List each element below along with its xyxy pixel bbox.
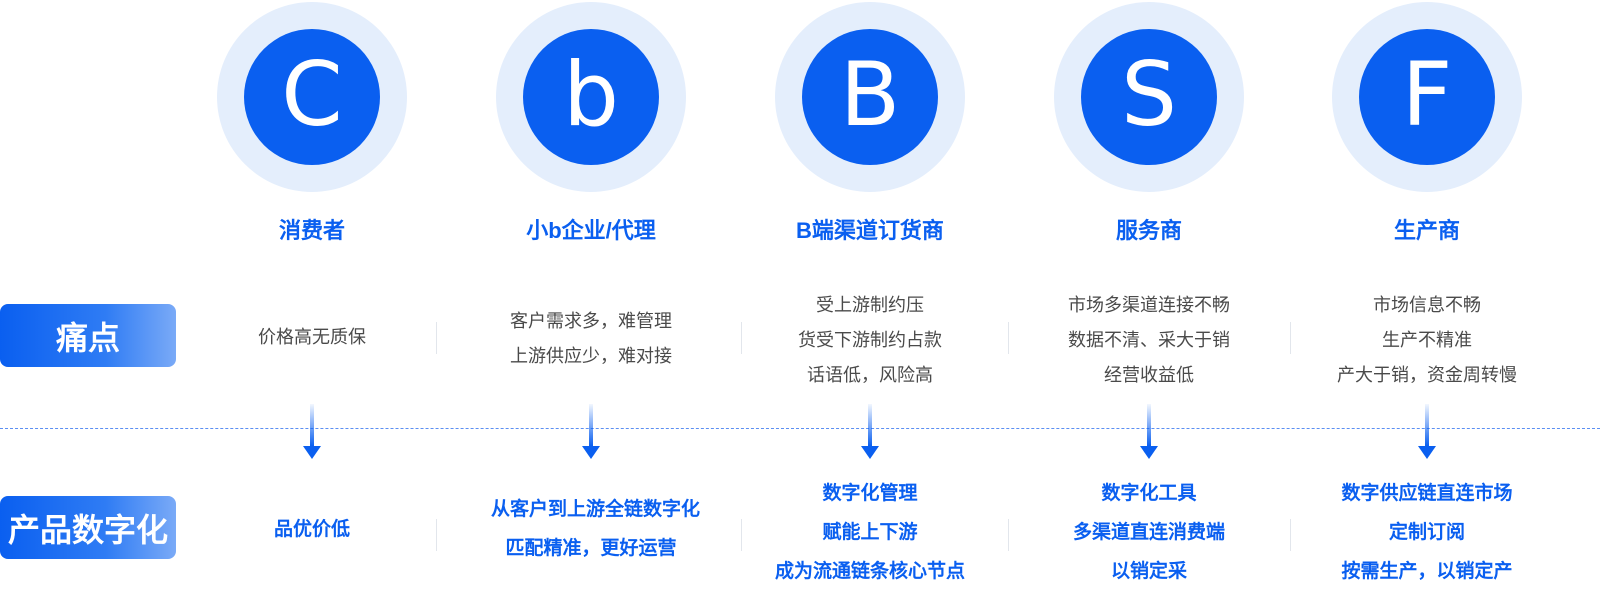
digital-line: 从客户到上游全链数字化 <box>491 499 701 520</box>
role-name: B端渠道订货商 <box>796 218 944 243</box>
letter-badge: C <box>244 29 380 165</box>
digital-benefits: 从客户到上游全链数字化 匹配精准，更好运营 <box>491 490 701 568</box>
pain-line: 经营收益低 <box>1104 365 1194 385</box>
digital-line: 成为流通链条核心节点 <box>774 561 965 582</box>
pain-points: 市场多渠道连接不畅 数据不清、采大于销 经营收益低 <box>1049 288 1249 393</box>
badge-letter: C <box>281 43 343 146</box>
pain-line: 客户需求多，难管理 <box>510 311 672 331</box>
pain-line: 生产不精准 <box>1382 330 1472 350</box>
badge-letter: F <box>1401 43 1453 146</box>
digital-benefits: 数字供应链直连市场 定制订阅 按需生产，以销定产 <box>1327 474 1527 591</box>
pain-points: 受上游制约压 货受下游制约占款 话语低，风险高 <box>770 288 970 393</box>
role-name: 小b企业/代理 <box>526 218 656 243</box>
column-separator <box>1290 322 1291 354</box>
row-label-pain: 痛点 <box>0 304 176 367</box>
letter-badge: b <box>523 29 659 165</box>
column-separator <box>436 519 437 551</box>
pain-points: 价格高无质保 <box>212 320 412 355</box>
digital-line: 数字供应链直连市场 <box>1341 483 1513 504</box>
pain-line: 市场多渠道连接不畅 <box>1068 295 1230 315</box>
digital-line: 赋能上下游 <box>822 522 918 543</box>
down-arrow-icon <box>303 404 321 460</box>
pain-points: 客户需求多，难管理 上游供应少，难对接 <box>491 304 691 374</box>
digital-line: 匹配精准，更好运营 <box>505 538 677 559</box>
row-label-digital: 产品数字化 <box>0 496 176 559</box>
down-arrow-icon <box>1418 404 1436 460</box>
digital-benefits: 数字化工具 多渠道直连消费端 以销定采 <box>1049 474 1249 591</box>
column-separator <box>1290 519 1291 551</box>
column-separator <box>436 322 437 354</box>
pain-line: 市场信息不畅 <box>1373 295 1481 315</box>
column-small-business: b 小b企业/代理 客户需求多，难管理 上游供应少，难对接 从客户到上游全链数字… <box>491 0 701 596</box>
digital-line: 品优价低 <box>273 519 350 540</box>
digital-line: 定制订阅 <box>1388 522 1465 543</box>
badge-letter: b <box>563 43 619 146</box>
pain-line: 产大于销，资金周转慢 <box>1337 365 1517 385</box>
role-name: 消费者 <box>278 218 345 243</box>
badge-letter: B <box>839 43 901 146</box>
letter-badge: S <box>1081 29 1217 165</box>
row-label-digital-text: 产品数字化 <box>7 511 168 548</box>
column-separator <box>741 322 742 354</box>
down-arrow-icon <box>1140 404 1158 460</box>
pain-line: 数据不清、采大于销 <box>1068 330 1230 350</box>
column-manufacturer: F 生产商 市场信息不畅 生产不精准 产大于销，资金周转慢 数字供应链直连市场 … <box>1327 0 1527 596</box>
dashed-divider <box>0 428 1600 429</box>
digital-benefits: 数字化管理 赋能上下游 成为流通链条核心节点 <box>770 474 970 591</box>
badge-letter: S <box>1121 43 1177 146</box>
digital-benefits: 品优价低 <box>212 510 412 549</box>
digital-line: 多渠道直连消费端 <box>1072 522 1225 543</box>
pain-line: 话语低，风险高 <box>807 365 933 385</box>
pain-line: 货受下游制约占款 <box>798 330 942 350</box>
column-separator <box>1008 519 1009 551</box>
down-arrow-icon <box>861 404 879 460</box>
column-separator <box>741 519 742 551</box>
row-label-pain-text: 痛点 <box>55 319 120 356</box>
down-arrow-icon <box>582 404 600 460</box>
letter-badge: B <box>802 29 938 165</box>
digital-line: 按需生产，以销定产 <box>1341 561 1513 582</box>
pain-line: 价格高无质保 <box>258 327 366 347</box>
role-name: 生产商 <box>1393 218 1460 243</box>
pain-points: 市场信息不畅 生产不精准 产大于销，资金周转慢 <box>1327 288 1527 393</box>
column-b2b-distributor: B B端渠道订货商 受上游制约压 货受下游制约占款 话语低，风险高 数字化管理 … <box>770 0 970 596</box>
column-service-provider: S 服务商 市场多渠道连接不畅 数据不清、采大于销 经营收益低 数字化工具 多渠… <box>1049 0 1249 596</box>
column-consumer: C 消费者 价格高无质保 品优价低 <box>212 0 412 596</box>
pain-line: 上游供应少，难对接 <box>510 346 672 366</box>
column-separator <box>1008 322 1009 354</box>
role-name: 服务商 <box>1115 218 1182 243</box>
letter-badge: F <box>1359 29 1495 165</box>
digital-line: 数字化工具 <box>1101 483 1197 504</box>
digital-line: 以销定采 <box>1110 561 1187 582</box>
pain-line: 受上游制约压 <box>816 295 924 315</box>
digital-line: 数字化管理 <box>822 483 918 504</box>
